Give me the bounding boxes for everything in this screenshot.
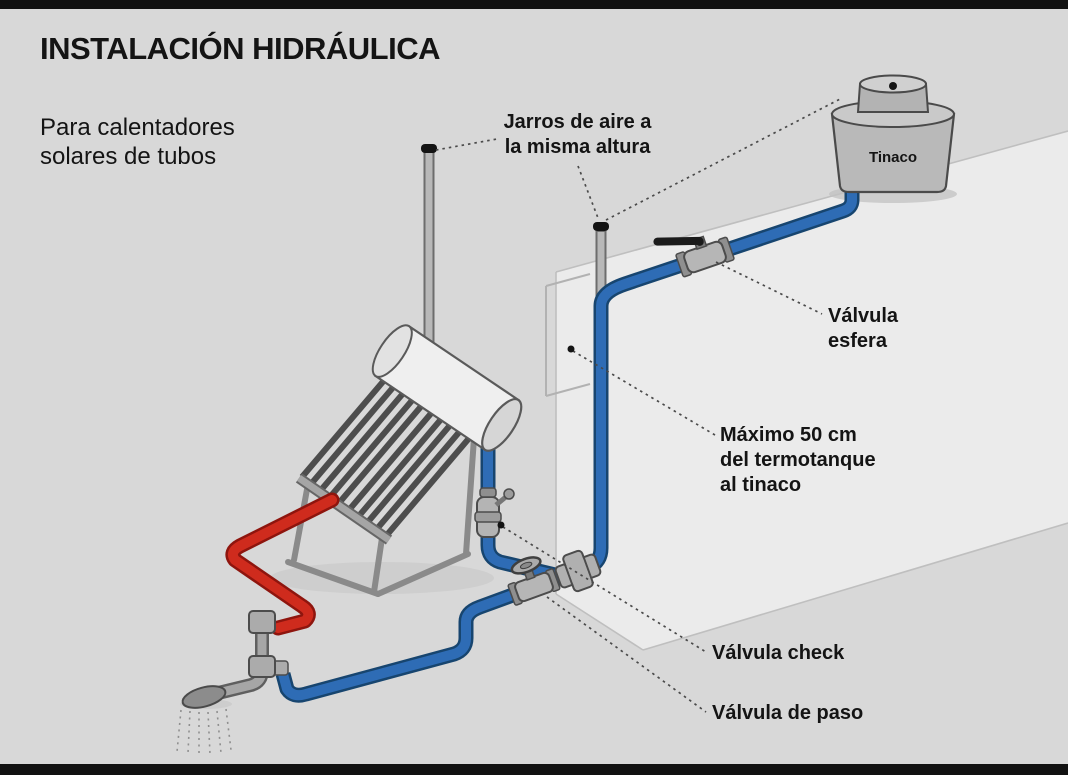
heater-tank bbox=[371, 324, 523, 452]
label-shutoff-valve: Válvula de paso bbox=[712, 702, 864, 724]
leader-lines bbox=[435, 97, 843, 713]
check-valve bbox=[474, 487, 515, 538]
shower-head bbox=[181, 685, 227, 709]
shower-spray bbox=[176, 708, 232, 755]
mixer-tee-fitting bbox=[248, 655, 276, 678]
air-jar-cap-left bbox=[421, 144, 437, 153]
check-valve-point bbox=[497, 521, 505, 529]
tube-manifold bbox=[295, 473, 393, 545]
solar-heater bbox=[285, 324, 523, 597]
leader-same-height bbox=[605, 97, 843, 221]
tinaco-tank bbox=[830, 74, 956, 194]
ball-valve bbox=[653, 235, 735, 278]
tinaco-vent-dot bbox=[889, 82, 897, 90]
leader-shutoff-valve bbox=[546, 596, 707, 713]
leader-ball-valve bbox=[715, 261, 823, 315]
label-tinaco: Tinaco bbox=[868, 149, 918, 166]
max-distance-point bbox=[567, 345, 575, 353]
page-subtitle: Para calentadores solares de tubos bbox=[40, 114, 235, 170]
air-jar-pipe-left bbox=[421, 144, 437, 352]
wall-recess bbox=[545, 273, 591, 397]
leader-air-jar-right bbox=[577, 165, 599, 219]
shutoff-valve bbox=[507, 556, 561, 606]
label-ball-valve: Válvula esfera bbox=[828, 305, 899, 352]
shower-mixer bbox=[212, 610, 289, 701]
tee-fitting bbox=[554, 549, 602, 593]
mixer-elbow-fitting bbox=[248, 610, 276, 634]
page-title: INSTALACIÓN HIDRÁULICA bbox=[40, 31, 441, 66]
vacuum-tubes bbox=[299, 362, 485, 538]
label-check-valve: Válvula check bbox=[712, 642, 845, 664]
label-max-distance: Máximo 50 cm del termotanque al tinaco bbox=[720, 424, 876, 496]
leader-check-valve bbox=[502, 526, 707, 653]
terrain-edges bbox=[555, 130, 1068, 651]
leader-max-distance bbox=[572, 350, 716, 436]
bottom-frame-bar bbox=[0, 764, 1068, 775]
label-air-jars: Jarros de aire a la misma altura bbox=[503, 111, 652, 158]
top-frame-bar bbox=[0, 0, 1068, 9]
hot-water-pipe bbox=[225, 492, 340, 636]
ball-valve-lever bbox=[653, 236, 704, 246]
air-jar-cap-right bbox=[593, 222, 609, 231]
heater-stand bbox=[285, 435, 477, 597]
